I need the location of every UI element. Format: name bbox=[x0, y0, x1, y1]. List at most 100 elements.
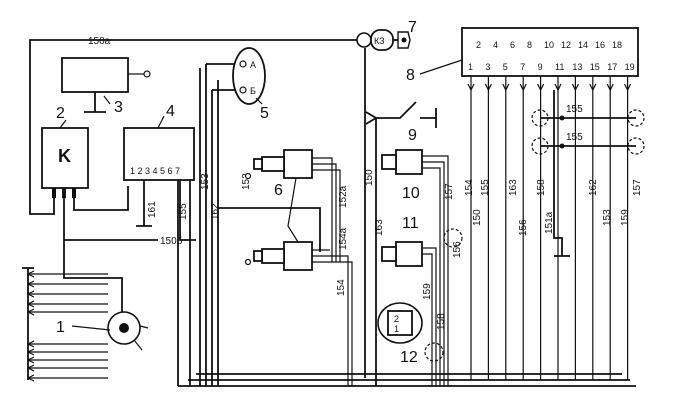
switch-1-arrow-head bbox=[26, 356, 35, 364]
block-8-lead-arrow bbox=[484, 83, 492, 92]
block-8-top-pin: 6 bbox=[510, 40, 515, 50]
connector-12-body bbox=[387, 310, 413, 336]
block-8-top-pin: 2 bbox=[476, 40, 481, 50]
wire-label-161: 161 bbox=[147, 201, 158, 218]
relay-pin-b bbox=[62, 188, 66, 198]
callout-2: 2 bbox=[56, 105, 65, 122]
fuse-7-label: КЗ bbox=[374, 36, 385, 46]
callout-10: 10 bbox=[402, 185, 420, 202]
switch-1-rail bbox=[22, 267, 34, 380]
block-8-top-pin: 8 bbox=[527, 40, 532, 50]
wire-label-154: 154 bbox=[336, 279, 347, 296]
wire-label-rb153: 153 bbox=[602, 209, 613, 226]
switch-1-arrows bbox=[26, 270, 108, 382]
callout-12: 12 bbox=[400, 349, 418, 366]
wire-harness-6 bbox=[217, 80, 321, 252]
block-8-bottom-pin: 17 bbox=[607, 62, 617, 72]
wire-label-rb157: 157 bbox=[632, 179, 643, 196]
block-8-lead-arrow bbox=[606, 83, 614, 92]
wire-label-rb159: 159 bbox=[620, 209, 631, 226]
wire-label-152a: 152a bbox=[338, 185, 349, 208]
sensor-6-upper-tip bbox=[253, 158, 263, 170]
wire-label-152: 152 bbox=[241, 173, 252, 190]
callout-5: 5 bbox=[260, 105, 269, 122]
sensor-6-upper-wires bbox=[312, 157, 341, 262]
wire-label-159: 159 bbox=[422, 283, 433, 300]
wire-label-151a: 151a bbox=[544, 211, 555, 234]
block-8-leads bbox=[467, 76, 632, 380]
sensor-6-upper-terminal bbox=[244, 172, 252, 180]
wire-label-156: 156 bbox=[452, 241, 463, 258]
block-8-bottom-pin: 3 bbox=[485, 62, 490, 72]
callout-4: 4 bbox=[166, 103, 175, 120]
block-8-lead-arrow bbox=[554, 83, 562, 92]
block-8-bottom-pin: 9 bbox=[538, 62, 543, 72]
switch-1-arrow-head bbox=[26, 308, 35, 316]
wire-label-rb158: 158 bbox=[536, 179, 547, 196]
block-8-lead-arrow bbox=[624, 83, 632, 92]
connector-12-pin-1: 1 bbox=[394, 324, 399, 334]
switch-9-arrow bbox=[365, 111, 377, 125]
wire-label-155: 155 bbox=[178, 203, 189, 220]
wire-label-155-right-2: 155 bbox=[566, 132, 583, 143]
junction-dashed-1 bbox=[443, 228, 463, 248]
callout-6-line bbox=[287, 177, 299, 243]
switch-1-hub bbox=[119, 323, 129, 333]
junction-dashed-3 bbox=[531, 109, 549, 127]
callout-9: 9 bbox=[408, 127, 417, 144]
wire-relay-block4 bbox=[73, 186, 129, 211]
block-8-top-pin: 4 bbox=[493, 40, 498, 50]
wire-relay-150a bbox=[29, 196, 55, 215]
block-8-bottom-pin: 7 bbox=[520, 62, 525, 72]
switch-1-arrow-head bbox=[26, 348, 35, 356]
block-8-lead-arrow bbox=[589, 83, 597, 92]
switch-1-arrow-head bbox=[26, 374, 35, 382]
switch-5-label-b: Б bbox=[250, 86, 256, 96]
relay-pin-a bbox=[52, 188, 56, 198]
block-8-box bbox=[461, 27, 639, 77]
sensor-6-upper-neck bbox=[261, 156, 285, 172]
wire-label-rb163: 163 bbox=[508, 179, 519, 196]
wire-label-162: 162 bbox=[210, 203, 221, 220]
connector-12-pin-2: 2 bbox=[394, 314, 399, 324]
switch-5-terminal-a bbox=[239, 60, 247, 68]
callout-11: 11 bbox=[402, 215, 419, 232]
callout-6: 6 bbox=[274, 182, 283, 199]
block-8-lead-arrow bbox=[467, 83, 475, 92]
sensor-6-lower-body bbox=[283, 241, 313, 271]
block-8-lead-arrow bbox=[571, 83, 579, 92]
wire-label-158: 158 bbox=[436, 313, 447, 330]
switch-1-contacts bbox=[133, 325, 149, 351]
wire-label-rb162: 162 bbox=[588, 179, 599, 196]
callout-8: 8 bbox=[406, 67, 415, 84]
block-4-box bbox=[123, 127, 195, 181]
node-dot-lower bbox=[559, 143, 565, 149]
switch-5-label-a: A bbox=[250, 60, 256, 70]
wire-label-150: 150 bbox=[364, 169, 375, 186]
block-8-bottom-pin: 11 bbox=[555, 62, 564, 72]
ground-151a bbox=[553, 90, 570, 257]
sensor-10-tip bbox=[381, 154, 397, 170]
ground-161 bbox=[136, 180, 152, 227]
fuse-7-terminal bbox=[356, 32, 372, 48]
wire-label-154a: 154a bbox=[338, 227, 349, 250]
sensor-6-lower-wires bbox=[312, 249, 353, 386]
sensor-6-lower-tip bbox=[253, 250, 263, 262]
sensor-6-lower-neck bbox=[261, 248, 285, 264]
switch-1-arrow-head bbox=[26, 300, 35, 308]
relay-k-letter: K bbox=[58, 146, 71, 166]
junction-dashed-6 bbox=[627, 137, 645, 155]
node-dot-upper bbox=[559, 115, 565, 121]
block-8-top-pin: 14 bbox=[578, 40, 588, 50]
switch-9-blade bbox=[376, 101, 417, 119]
block-8-bottom-pin: 19 bbox=[625, 62, 635, 72]
callout-3: 3 bbox=[114, 99, 123, 116]
switch-1-arrow-head bbox=[26, 340, 35, 348]
wire-label-157: 157 bbox=[444, 183, 455, 200]
ground-symbol-3 bbox=[84, 92, 106, 113]
block-8-bottom-pin: 15 bbox=[590, 62, 600, 72]
switch-1-arrow-head bbox=[26, 280, 35, 288]
switch-1-arrow-head bbox=[26, 364, 35, 372]
